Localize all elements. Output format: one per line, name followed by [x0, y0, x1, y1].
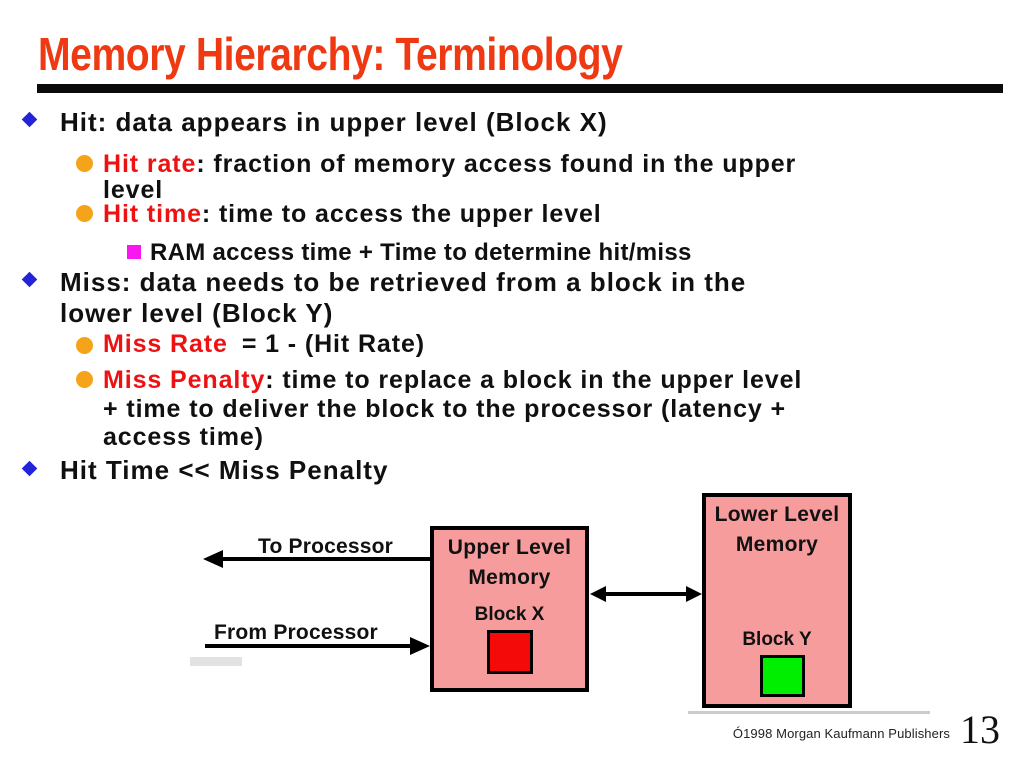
diamond-bullet-icon [21, 111, 38, 128]
square-bullet-icon [127, 245, 141, 259]
to-processor-label: To Processor [258, 535, 394, 558]
line-text: : time to access the upper level [201, 200, 602, 228]
block-x-label: Block X [474, 604, 545, 625]
circle-bullet-icon [76, 337, 93, 354]
arrow-left-icon [203, 550, 223, 568]
circle-bullet-icon [76, 371, 93, 388]
lower-level-memory-box: Lower Level Memory Block Y [702, 493, 852, 708]
bullet-line-continuation: lower level (Block Y) [60, 298, 333, 329]
upper-box-title-line2: Memory [468, 566, 551, 589]
circle-bullet-icon [76, 155, 93, 172]
arrow-left-icon [590, 586, 606, 602]
footer-copyright: Ó1998 Morgan Kaufmann Publishers [732, 726, 950, 741]
lower-box-title-line2: Memory [735, 533, 819, 556]
block-y-label: Block Y [742, 629, 812, 650]
line-text: = 1 - (Hit Rate) [241, 330, 425, 358]
diamond-bullet-icon [21, 271, 38, 288]
block-y-square [760, 655, 805, 697]
line-text: RAM access time + Time to determine hit/… [150, 239, 692, 266]
bullet-line-miss-rate: Miss Rate = 1 - (Hit Rate) [103, 330, 425, 359]
keyword-text: Hit time [103, 200, 202, 228]
bullet-line-hit-time: Hit time: time to access the upper level [103, 200, 602, 229]
scan-artifact-line [688, 711, 930, 714]
to-processor-arrow-line [220, 557, 430, 561]
scan-artifact-smudge [190, 657, 242, 666]
line-text: + time to deliver the block to the proce… [103, 395, 787, 423]
bullet-line-miss-penalty: Miss Penalty: time to replace a block in… [103, 366, 802, 395]
line-text: : time to replace a block in the upper l… [265, 366, 803, 394]
line-text: level [103, 176, 164, 204]
bullet-line-hit-rate: Hit rate: fraction of memory access foun… [103, 150, 796, 179]
line-text: lower level (Block Y) [60, 298, 334, 328]
arrow-right-icon [410, 637, 430, 655]
line-text: Hit Time << Miss Penalty [60, 455, 389, 485]
arrow-right-icon [686, 586, 702, 602]
line-text: : fraction of memory access found in the… [196, 150, 797, 178]
keyword-text: Miss Penalty [103, 366, 266, 394]
line-text: Miss: data needs to be retrieved from a … [60, 267, 747, 297]
bullet-line-continuation: + time to deliver the block to the proce… [103, 395, 786, 424]
title-underline-rule [37, 84, 1003, 93]
from-processor-label: From Processor [214, 621, 378, 644]
line-text: access time) [103, 423, 264, 451]
bullet-line-continuation: access time) [103, 423, 264, 452]
keyword-text: Hit rate [103, 150, 197, 178]
lower-box-title-line1: Lower Level [714, 503, 840, 526]
from-processor-arrow-line [205, 644, 412, 648]
page-title: Memory Hierarchy: Terminology [38, 28, 623, 80]
bullet-line-ram-access: RAM access time + Time to determine hit/… [150, 239, 692, 267]
diamond-bullet-icon [21, 460, 38, 477]
bullet-line-continuation: level [103, 176, 163, 205]
upper-level-memory-box: Upper Level Memory Block X [430, 526, 589, 692]
block-x-square [487, 630, 533, 674]
bullet-line-miss: Miss: data needs to be retrieved from a … [60, 267, 746, 298]
bullet-line-hit: Hit: data appears in upper level (Block … [60, 107, 608, 138]
page-number: 13 [960, 707, 1000, 752]
keyword-text: Miss Rate [103, 330, 228, 358]
upper-box-title-line1: Upper Level [447, 536, 572, 559]
line-text: Hit: data appears in upper level (Block … [60, 107, 608, 137]
bullet-line-hit-vs-miss: Hit Time << Miss Penalty [60, 455, 388, 486]
between-levels-arrow-line [602, 592, 688, 596]
circle-bullet-icon [76, 205, 93, 222]
